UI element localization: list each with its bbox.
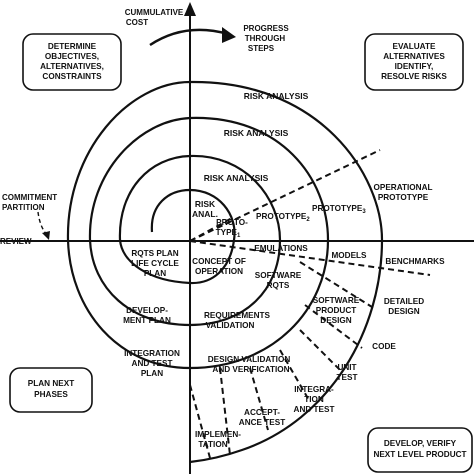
acceptance-test-line1: ACCEPT- <box>244 408 280 417</box>
rqts-plan-line2: LIFE CYCLE <box>131 259 179 268</box>
detailed-design-line1: DETAILED <box>384 297 424 306</box>
acceptance-test-line2: ANCE TEST <box>239 418 285 427</box>
determine-line2: OBJECTIVES, <box>45 52 99 61</box>
commitment-line2: PARTITION <box>2 203 45 212</box>
software-design-line2: PRODUCT <box>316 306 356 315</box>
commitment-line1: COMMITMENT <box>2 193 57 202</box>
evaluate-line4: RESOLVE RISKS <box>381 72 447 81</box>
commitment-arrowhead <box>42 231 50 240</box>
risk-analysis-third: RISK ANALYSIS <box>204 173 269 183</box>
evaluate-line2: ALTERNATIVES <box>383 52 445 61</box>
benchmarks-label: BENCHMARKS <box>385 257 445 266</box>
prototype-1-line1: PROTO- <box>216 218 248 227</box>
detailed-design-line2: DESIGN <box>388 307 419 316</box>
prototype-1-line2: TYPE1 <box>216 228 241 239</box>
implementation-line2: TATION <box>198 440 227 449</box>
concept-line1: CONCEPT OF <box>192 257 246 266</box>
development-plan-line1: DEVELOP- <box>126 306 168 315</box>
box-plan-next-phases <box>9 367 93 413</box>
code-label: CODE <box>372 342 396 351</box>
development-plan-line2: MENT PLAN <box>123 316 171 325</box>
software-rqts-line2: RQTS <box>267 281 290 290</box>
spiral-curve <box>66 80 384 464</box>
unit-test-line2: TEST <box>337 373 358 382</box>
software-rqts-line1: SOFTWARE <box>255 271 302 280</box>
implementation-line1: IMPLEMEN- <box>195 430 241 439</box>
prototype-2-subscript: 2 <box>306 217 310 223</box>
operational-prototype-line2: PROTOTYPE <box>378 193 429 202</box>
integration-plan-line1: INTEGRATION <box>124 349 180 358</box>
evaluate-line3: IDENTIFY, <box>395 62 434 71</box>
determine-line3: ALTERNATIVES, <box>40 62 104 71</box>
plan-next-line2: PHASES <box>34 390 68 399</box>
prototype-1-subscript: 1 <box>237 233 241 239</box>
integration-plan-line2: AND TEST <box>132 359 173 368</box>
evaluate-line1: EVALUATE <box>393 42 436 51</box>
vertical-axis-arrowhead <box>184 2 196 16</box>
rqts-plan-line1: RQTS PLAN <box>131 249 178 258</box>
integration-test-line1: INTEGRA- <box>294 385 334 394</box>
develop-line2: NEXT LEVEL PRODUCT <box>373 450 466 459</box>
software-design-line1: SOFTWARE <box>313 296 360 305</box>
plan-next-line1: PLAN NEXT <box>28 379 74 388</box>
emulations-label: EMULATIONS <box>254 244 308 253</box>
dashed-boundaries <box>189 149 431 459</box>
box-determine-objectives <box>22 33 122 91</box>
box-evaluate-alternatives <box>364 33 464 91</box>
design-validation-line2: AND VERIFICATION <box>212 365 289 374</box>
cumulative-cost-line2: COST <box>126 18 148 27</box>
integration-plan-line3: PLAN <box>141 369 163 378</box>
box-develop-verify <box>367 427 473 473</box>
review-label: REVIEW <box>0 237 32 246</box>
risk-analysis-second: RISK ANALYSIS <box>224 128 289 138</box>
design-validation-line1: DESIGN VALIDATION <box>208 355 291 364</box>
risk-analysis-inner-line2: ANAL. <box>192 209 218 219</box>
progress-line1: PROGRESS <box>243 24 289 33</box>
prototype-3-subscript: 3 <box>362 209 366 215</box>
unit-test-line1: UNIT <box>337 363 356 372</box>
software-design-line3: DESIGN <box>320 316 351 325</box>
models-label: MODELS <box>331 251 367 260</box>
prototype-2: PROTOTYPE2 <box>256 212 310 223</box>
determine-line4: CONSTRAINTS <box>42 72 102 81</box>
progress-arrow <box>149 28 229 47</box>
prototype-3: PROTOTYPE3 <box>312 204 366 215</box>
concept-line2: OPERATION <box>195 267 243 276</box>
risk-analysis-outer: RISK ANALYSIS <box>244 91 309 101</box>
rqts-plan-line3: PLAN <box>144 269 166 278</box>
integration-test-line2: TION <box>304 395 324 404</box>
develop-line1: DEVELOP, VERIFY <box>384 439 457 448</box>
determine-line1: DETERMINE <box>48 42 97 51</box>
requirements-validation-line1: REQUIREMENTS <box>204 311 270 320</box>
progress-line3: STEPS <box>248 44 275 53</box>
cumulative-cost-line1: CUMMULATIVE <box>125 8 184 17</box>
integration-test-line3: AND TEST <box>294 405 335 414</box>
progress-arrowhead <box>222 27 236 43</box>
risk-analysis-inner-line1: RISK <box>195 199 216 209</box>
progress-line2: THROUGH <box>245 34 286 43</box>
operational-prototype-line1: OPERATIONAL <box>374 183 433 192</box>
requirements-validation-line2: VALIDATION <box>206 321 255 330</box>
